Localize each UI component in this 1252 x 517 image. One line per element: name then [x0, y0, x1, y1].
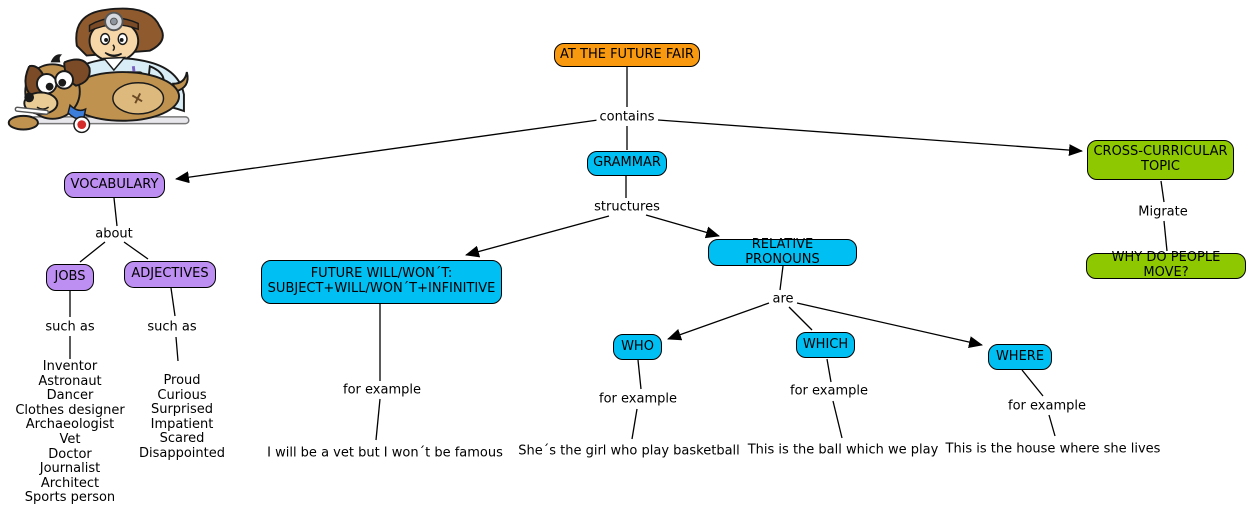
adjectives-list: Proud Curious Surprised Impatient Scared…	[138, 373, 226, 461]
edge-about-adjectives	[123, 241, 149, 260]
vet-pupil-right	[119, 38, 124, 42]
example-where: This is the house where she lives	[945, 441, 1161, 457]
link-label-jobs-such-as: such as	[42, 319, 98, 335]
vet-dog-illustration	[7, 7, 190, 134]
edge-structures-relative-pronouns	[645, 214, 720, 239]
dog-stitches	[131, 93, 143, 104]
edge-contains-cross-curricular	[657, 119, 1083, 157]
edge-who-for-example	[637, 359, 642, 390]
link-label-where-for-example: for example	[1005, 398, 1089, 414]
edge-cross-curricular-migrate	[1160, 180, 1165, 203]
edge-relative-pronouns-are	[779, 265, 784, 291]
link-label-adjectives-such-as: such as	[144, 319, 200, 335]
node-grammar: GRAMMAR	[587, 151, 667, 176]
example-future: I will be a vet but I won´t be famous	[267, 445, 503, 461]
node-adjectives: ADJECTIVES	[124, 261, 216, 288]
link-label-migrate: Migrate	[1135, 204, 1191, 220]
edge-for-example-which-sentence	[832, 400, 843, 439]
link-label-structures: structures	[591, 199, 663, 215]
thermometer-icon	[14, 106, 49, 115]
jobs-list: Inventor Astronaut Dancer Clothes design…	[15, 359, 125, 506]
head-mirror-center	[109, 17, 118, 26]
dog-pupil-left	[45, 82, 54, 91]
dog-paw	[7, 114, 39, 131]
node-at-the-future-fair: AT THE FUTURE FAIR	[554, 43, 700, 67]
dog-nose	[24, 92, 35, 103]
node-why-do-people-move: WHY DO PEOPLE MOVE?	[1086, 250, 1246, 280]
vet-collar	[102, 56, 127, 72]
link-label-who-for-example: for example	[596, 391, 680, 407]
dog-eye-left	[35, 73, 58, 95]
edge-about-jobs	[79, 241, 106, 263]
node-relative-pronouns: RELATIVE PRONOUNS	[708, 237, 857, 266]
edge-contains-vocabulary	[175, 119, 599, 184]
vet-mouth	[104, 51, 123, 57]
edge-are-which	[788, 306, 813, 331]
link-label-contains: contains	[596, 109, 658, 125]
edge-adjectives-such-as	[170, 287, 176, 317]
link-label-future-for-example: for example	[340, 382, 424, 398]
edge-for-example-where-sentence	[1048, 414, 1056, 437]
node-which: WHICH	[796, 332, 855, 358]
edge-structures-future-will	[465, 215, 610, 258]
link-label-which-for-example: for example	[787, 383, 871, 399]
dog-pupil-right	[58, 78, 67, 87]
node-who: WHO	[613, 334, 662, 360]
example-who: She´s the girl who play basketball	[518, 443, 740, 459]
edge-such-as-adjectives-list	[175, 336, 179, 362]
node-cross-curricular-topic: CROSS-CURRICULAR TOPIC	[1087, 140, 1234, 180]
edge-for-example-who-sentence	[631, 408, 638, 440]
dog-tag-center	[77, 120, 87, 130]
example-which: This is the ball which we play	[747, 442, 939, 458]
dog-hair-tuft	[50, 54, 63, 63]
node-where: WHERE	[988, 344, 1052, 370]
dog-tail	[171, 71, 189, 93]
vet-nose	[112, 44, 116, 52]
edge-vocabulary-about	[113, 197, 118, 227]
edge-where-for-example	[1021, 369, 1044, 397]
edge-which-for-example	[826, 358, 832, 383]
edge-for-example-future-sentence	[375, 398, 381, 441]
node-future-will-wont: FUTURE WILL/WON´T: SUBJECT+WILL/WON´T+IN…	[261, 260, 502, 304]
node-vocabulary: VOCABULARY	[64, 172, 165, 198]
edge-are-where	[796, 302, 983, 348]
link-label-about: about	[92, 226, 136, 242]
vet-pupil-left	[104, 38, 109, 42]
edge-are-who	[667, 302, 770, 341]
node-jobs: JOBS	[46, 264, 94, 291]
edge-migrate-why-move	[1163, 220, 1168, 252]
dog-mouth	[36, 106, 50, 110]
link-label-are: are	[769, 291, 797, 307]
